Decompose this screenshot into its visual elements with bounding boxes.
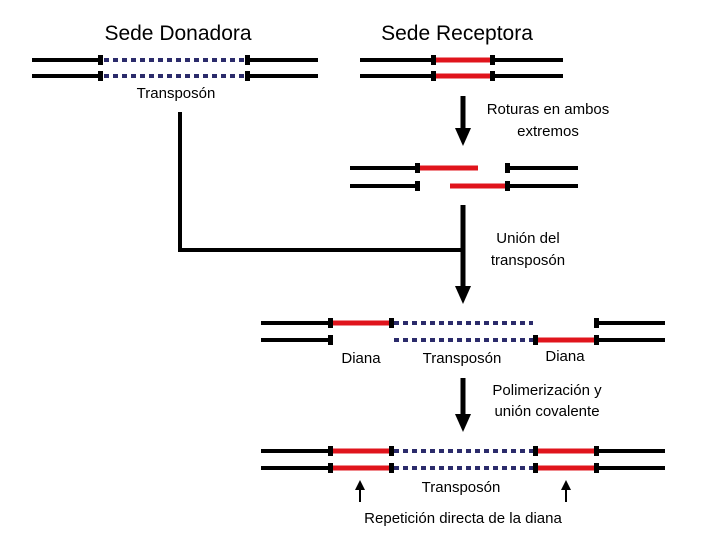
recipient-site-title: Sede Receptora	[381, 22, 533, 45]
repeat-pointer-left-head	[355, 480, 365, 490]
step2-line2: transposón	[491, 252, 565, 269]
arrow-polymerization-head	[455, 414, 471, 432]
step3-line2: unión covalente	[494, 403, 599, 420]
transposon-path-connector	[178, 112, 463, 252]
cleaved-dna	[350, 163, 578, 191]
recipient-dna	[360, 55, 563, 81]
target-label-left: Diana	[341, 350, 381, 367]
arrow-joining-head	[455, 286, 471, 304]
step1-line1: Roturas en ambos	[487, 101, 610, 118]
donor-site-title: Sede Donadora	[104, 22, 251, 45]
direct-repeat-label: Repetición directa de la diana	[364, 510, 562, 527]
donor-dna	[32, 55, 318, 81]
donor-transposon-label: Transposón	[137, 85, 216, 102]
arrow-cleavage-head	[455, 128, 471, 146]
transposon-label-final: Transposón	[422, 479, 501, 496]
joined-intermediate	[261, 318, 665, 345]
target-label-right: Diana	[545, 348, 585, 365]
step3-line1: Polimerización y	[492, 382, 602, 399]
step2-line1: Unión del	[496, 230, 559, 247]
transposon-label-mid: Transposón	[423, 350, 502, 367]
step1-line2: extremos	[517, 123, 579, 140]
repeat-pointer-right-head	[561, 480, 571, 490]
final-product	[261, 446, 665, 473]
